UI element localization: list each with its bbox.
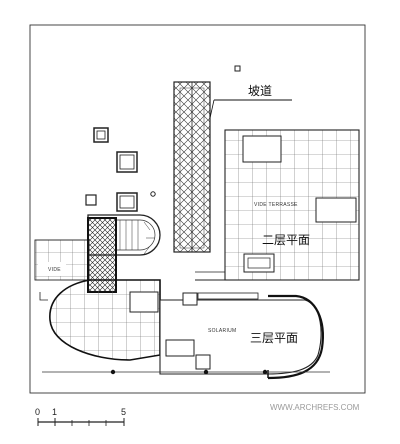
vide-terrasse-label: VIDE TERRASSE bbox=[254, 202, 298, 208]
column-squares bbox=[85, 65, 241, 212]
bottom-wall bbox=[42, 369, 330, 375]
scale-tick-0: 0 bbox=[35, 407, 40, 417]
ramp-label: 坡道 bbox=[248, 84, 272, 98]
third-floor-label: 三层平面 bbox=[250, 331, 298, 345]
scale-bar: 0 1 5 bbox=[35, 407, 126, 426]
scale-tick-1: 1 bbox=[52, 407, 57, 417]
solarium-room bbox=[129, 291, 324, 380]
ramp bbox=[173, 81, 211, 253]
vide-left-area bbox=[34, 239, 90, 281]
site-boundary bbox=[29, 24, 366, 394]
scale-tick-5: 5 bbox=[121, 407, 126, 417]
ramp-leader bbox=[209, 99, 292, 119]
terrace-edge bbox=[195, 271, 359, 281]
watermark: WWW.ARCHREFS.COM bbox=[270, 403, 360, 412]
vide-terrasse-area bbox=[224, 129, 360, 281]
vide-label: VIDE bbox=[48, 267, 61, 273]
second-floor-label: 二层平面 bbox=[262, 233, 310, 247]
solarium-label: SOLARIUM bbox=[208, 328, 237, 334]
